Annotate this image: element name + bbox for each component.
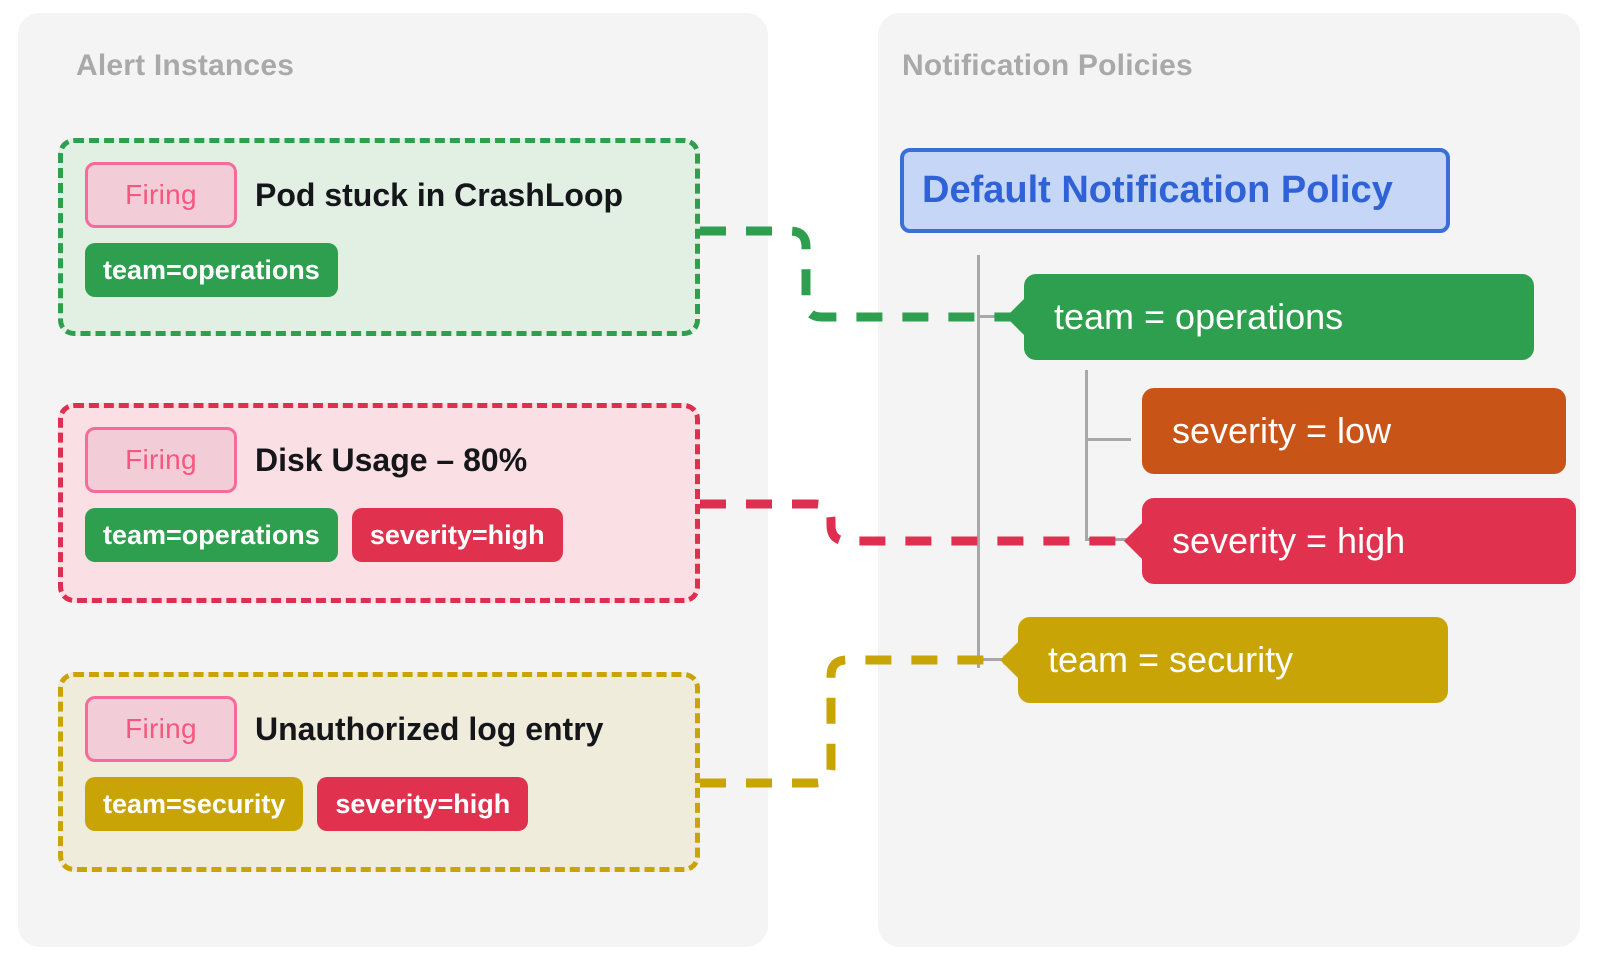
tree-line-branch-severity-low — [1085, 438, 1131, 441]
alert-label-row: team=operations — [85, 243, 673, 297]
alert-card[interactable]: Firing Disk Usage – 80% team=operations … — [58, 403, 700, 603]
policy-node-label: team = operations — [1054, 296, 1344, 337]
alert-card-header: Firing Disk Usage – 80% — [85, 426, 673, 494]
alert-label: team=operations — [85, 243, 338, 297]
alert-card[interactable]: Firing Unauthorized log entry team=secur… — [58, 672, 700, 872]
alert-label: severity=high — [351, 508, 563, 562]
status-badge: Firing — [85, 162, 237, 228]
alert-title: Pod stuck in CrashLoop — [255, 176, 624, 213]
policy-node-team-operations[interactable]: team = operations — [1024, 274, 1534, 360]
alert-card-header: Firing Pod stuck in CrashLoop — [85, 161, 673, 229]
policy-node-label: team = security — [1048, 639, 1294, 680]
policy-node-team-security[interactable]: team = security — [1018, 617, 1448, 703]
alert-label: team=security — [85, 777, 304, 831]
policy-node-label: severity = high — [1172, 520, 1406, 561]
policy-root-label: Default Notification Policy — [922, 169, 1393, 211]
alert-card-header: Firing Unauthorized log entry — [85, 695, 673, 763]
alert-label: severity=high — [317, 777, 529, 831]
alert-title: Disk Usage – 80% — [255, 441, 528, 478]
policy-node-label: severity = low — [1172, 410, 1392, 451]
policy-node-severity-high[interactable]: severity = high — [1142, 498, 1576, 584]
alert-label-row: team=security severity=high — [85, 777, 673, 831]
alert-instances-title: Alert Instances — [76, 49, 295, 82]
alert-label-row: team=operations severity=high — [85, 508, 673, 562]
status-badge: Firing — [85, 696, 237, 762]
alert-card[interactable]: Firing Pod stuck in CrashLoop team=opera… — [58, 138, 700, 336]
tree-line-vertical-root — [977, 255, 980, 668]
policy-root-node[interactable]: Default Notification Policy — [900, 148, 1450, 233]
status-badge: Firing — [85, 427, 237, 493]
tree-line-vertical-severity — [1085, 370, 1088, 541]
notification-policies-title: Notification Policies — [902, 49, 1193, 82]
policy-node-severity-low[interactable]: severity = low — [1142, 388, 1566, 474]
alert-title: Unauthorized log entry — [255, 710, 604, 747]
alert-label: team=operations — [85, 508, 338, 562]
